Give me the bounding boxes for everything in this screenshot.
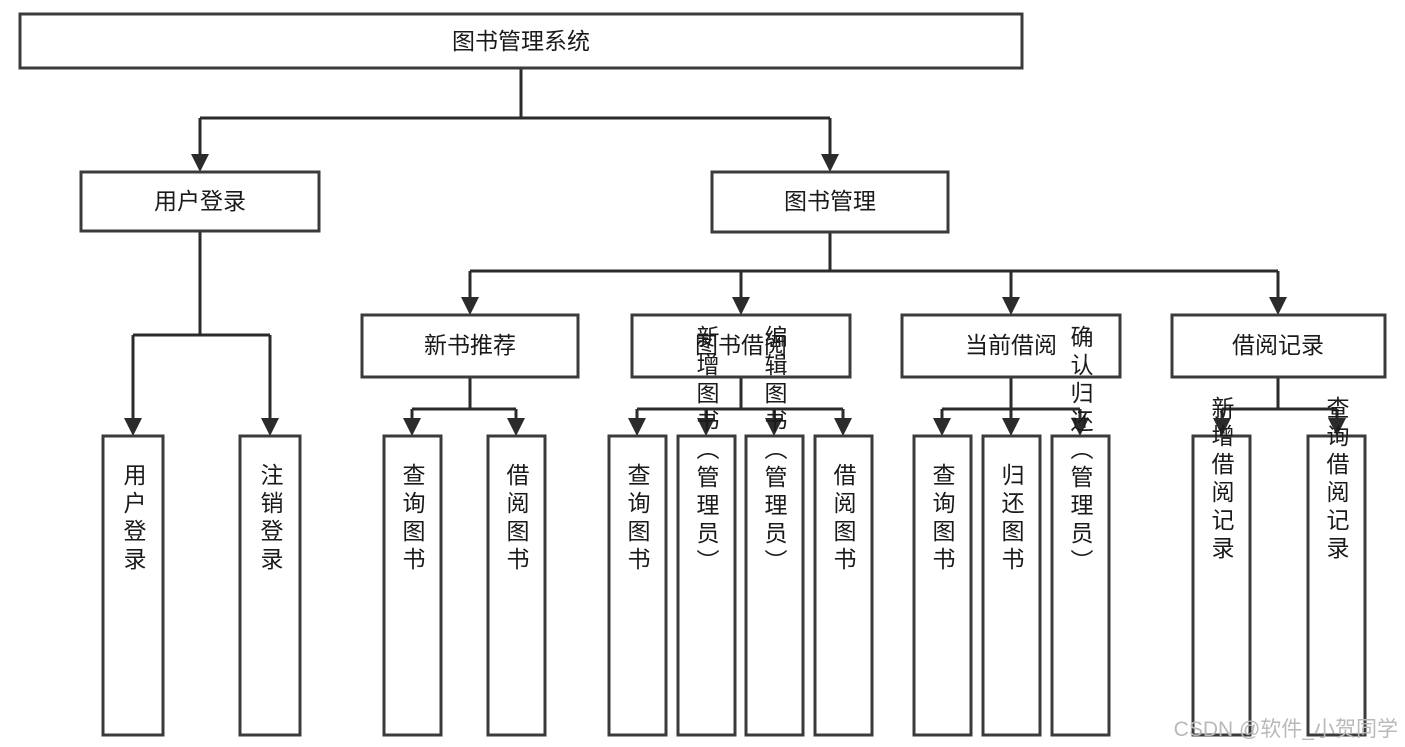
node-leaf-logout-login[interactable]: 注销登录 [238, 434, 302, 737]
node-borrow-record-label: 借阅记录 [1232, 332, 1324, 358]
arrow-head-leaf-query-book-1 [403, 418, 421, 436]
node-leaf-query-book-1-box[interactable] [382, 434, 443, 737]
node-current-borrow[interactable]: 当前借阅 [900, 313, 1122, 379]
arrow-head-leaf-user-login [124, 418, 142, 436]
connector-group-root-to-level2 [191, 68, 839, 172]
arrow-head-current-borrow [1002, 297, 1020, 315]
arrow-head-leaf-edit-book [765, 418, 783, 436]
node-user-login[interactable]: 用户登录 [79, 170, 321, 233]
connector-group-newbook-to-leaves [403, 378, 525, 436]
node-user-login-label: 用户登录 [154, 188, 246, 214]
node-root-box[interactable] [18, 12, 1024, 70]
node-leaf-query-book-1-label: 查询图书 [399, 463, 426, 575]
arrow-head-leaf-add-record [1213, 418, 1231, 436]
node-leaf-user-login-box[interactable] [101, 434, 165, 737]
connector-group-bookborrow-to-leaves [628, 378, 852, 436]
arrow-head-book-borrow [732, 297, 750, 315]
node-leaf-query-book-2-label: 查询图书 [624, 463, 651, 575]
connector-group-bookmgmt-to-level3 [461, 232, 1287, 315]
node-user-login-box[interactable] [79, 170, 321, 233]
node-leaf-borrow-book-1-box[interactable] [486, 434, 547, 737]
node-book-management[interactable]: 图书管理 [710, 170, 950, 234]
node-book-borrow-label: 图书借阅 [695, 332, 787, 358]
node-leaf-edit-book[interactable]: 编辑图书（管理员） [744, 325, 805, 737]
arrow-head-leaf-borrow-book-2 [834, 418, 852, 436]
node-leaf-borrow-book-2-label: 借阅图书 [830, 463, 857, 575]
node-leaf-borrow-book-1-label: 借阅图书 [503, 463, 530, 575]
node-current-borrow-label: 当前借阅 [965, 332, 1057, 358]
node-leaf-query-record[interactable]: 查询借阅记录 [1306, 396, 1367, 737]
node-leaf-logout-login-box[interactable] [238, 434, 302, 737]
node-leaf-borrow-book-1[interactable]: 借阅图书 [486, 434, 547, 737]
connector-group-userlogin-to-leaves [124, 231, 279, 436]
node-leaf-add-book-box[interactable] [676, 434, 737, 737]
arrow-head-book-management [821, 154, 839, 172]
node-leaf-query-record-label: 查询借阅记录 [1323, 396, 1350, 564]
node-book-management-label: 图书管理 [784, 188, 876, 214]
node-leaf-confirm-return-label: 确认归还（管理员） [1067, 325, 1094, 577]
arrow-head-new-book-recommend [461, 297, 479, 315]
node-leaf-add-book-label: 新增图书（管理员） [693, 325, 720, 577]
node-leaf-query-book-3-label: 查询图书 [929, 463, 956, 575]
node-leaf-borrow-book-2-box[interactable] [813, 434, 874, 737]
node-leaf-query-book-2-box[interactable] [607, 434, 668, 737]
csdn-watermark: CSDN @软件_小贺同学 [1174, 718, 1398, 741]
node-leaf-borrow-book-2[interactable]: 借阅图书 [813, 434, 874, 737]
node-leaf-return-book-label: 归还图书 [998, 463, 1025, 575]
arrow-head-leaf-confirm-return [1071, 418, 1089, 436]
node-leaf-logout-login-label: 注销登录 [257, 463, 284, 575]
arrow-head-user-login [191, 154, 209, 172]
node-new-book-recommend[interactable]: 新书推荐 [360, 313, 580, 379]
node-new-book-recommend-label: 新书推荐 [424, 332, 516, 358]
node-book-borrow-box[interactable] [630, 313, 852, 379]
node-leaf-add-record[interactable]: 新增借阅记录 [1191, 396, 1252, 737]
arrow-head-leaf-return-book [1002, 418, 1020, 436]
arrow-head-leaf-borrow-book-1 [507, 418, 525, 436]
node-root-label: 图书管理系统 [452, 28, 590, 54]
node-book-borrow[interactable]: 图书借阅 [630, 313, 852, 379]
arrow-head-leaf-logout-login [261, 418, 279, 436]
node-root[interactable]: 图书管理系统 [18, 12, 1024, 70]
connector-group-borrowrecord-to-leaves [1213, 378, 1346, 436]
arrow-head-leaf-query-record [1328, 418, 1346, 436]
node-current-borrow-box[interactable] [900, 313, 1122, 379]
connector-group-currentborrow-to-leaves [933, 378, 1089, 436]
node-leaf-user-login[interactable]: 用户登录 [101, 434, 165, 737]
node-leaf-add-record-label: 新增借阅记录 [1208, 396, 1235, 564]
node-leaf-add-book[interactable]: 新增图书（管理员） [676, 325, 737, 737]
node-book-management-box[interactable] [710, 170, 950, 234]
node-leaf-edit-book-box[interactable] [744, 434, 805, 737]
node-leaf-return-book[interactable]: 归还图书 [981, 434, 1042, 737]
arrow-head-borrow-record [1269, 297, 1287, 315]
node-leaf-user-login-label: 用户登录 [120, 463, 147, 575]
node-leaf-edit-book-label: 编辑图书（管理员） [761, 325, 788, 577]
node-leaf-query-book-3[interactable]: 查询图书 [912, 434, 973, 737]
node-leaf-confirm-return[interactable]: 确认归还（管理员） [1050, 325, 1111, 737]
node-leaf-query-book-2[interactable]: 查询图书 [607, 434, 668, 737]
node-leaf-confirm-return-box[interactable] [1050, 434, 1111, 737]
arrow-head-leaf-add-book [697, 418, 715, 436]
node-leaf-add-record-box[interactable] [1191, 434, 1252, 737]
arrow-head-leaf-query-book-3 [933, 418, 951, 436]
node-borrow-record[interactable]: 借阅记录 [1170, 313, 1387, 379]
node-borrow-record-box[interactable] [1170, 313, 1387, 379]
node-leaf-query-book-3-box[interactable] [912, 434, 973, 737]
node-leaf-query-book-1[interactable]: 查询图书 [382, 434, 443, 737]
node-leaf-query-record-box[interactable] [1306, 434, 1367, 737]
arrow-head-leaf-query-book-2 [628, 418, 646, 436]
node-new-book-recommend-box[interactable] [360, 313, 580, 379]
node-leaf-return-book-box[interactable] [981, 434, 1042, 737]
